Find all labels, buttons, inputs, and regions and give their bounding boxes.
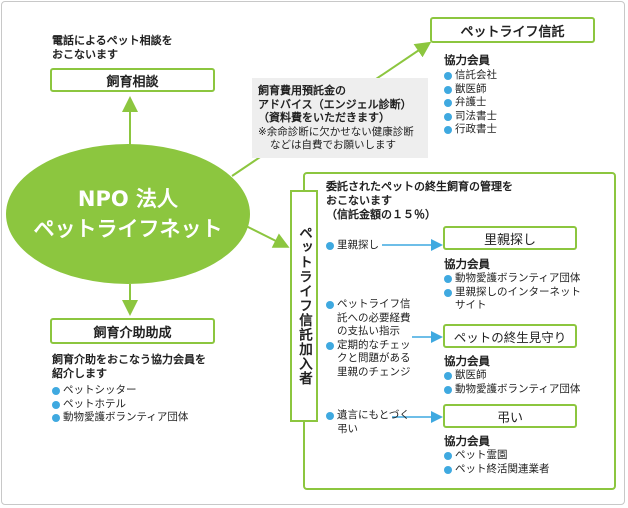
lifetime-watch-box: ペットの終生見守り xyxy=(443,324,577,348)
trust-members: 協力会員 信託会社 獣医師 弁護士 司法書士 行政書士 xyxy=(444,53,497,137)
service-watch-items: ペットライフ信 託への必要経費 の支払い指示 定期的なチェッ クと問題がある 里… xyxy=(326,298,411,379)
list-item: 動物愛護ボランティア団体 xyxy=(444,272,581,286)
service-memorial-item: 遺言にもとづく 弔い xyxy=(326,409,410,436)
list-item: 獣医師 xyxy=(444,83,497,97)
list-item: 行政書士 xyxy=(444,123,497,137)
npo-center-bubble: NPO 法人 ペットライフネット xyxy=(6,144,250,284)
list-item: ペットホテル xyxy=(52,398,188,412)
list-item: 獣医師 xyxy=(444,369,580,383)
list-item: 里親探しのインターネット xyxy=(444,286,581,300)
foster-search-box: 里親探し xyxy=(443,226,577,250)
list-item: 動物愛護ボランティア団体 xyxy=(444,383,580,397)
list-item: 司法書士 xyxy=(444,110,497,124)
memorial-box: 弔い xyxy=(443,404,577,428)
foster-members: 協力会員 動物愛護ボランティア団体 里親探しのインターネット サイト xyxy=(444,257,581,311)
service-foster-item: 里親探し xyxy=(326,239,379,253)
subscriber-vertical-label: ペットライフ信託加入者 xyxy=(290,190,318,422)
list-item: ペット霊園 xyxy=(444,449,550,463)
list-item: 動物愛護ボランティア団体 xyxy=(52,411,188,425)
pet-life-trust-box: ペットライフ信託 xyxy=(430,17,595,43)
watch-members: 協力会員 獣医師 動物愛護ボランティア団体 xyxy=(444,354,581,397)
advice-panel: 飼育費用預託金の アドバイス（エンジェル診断） （資料費をいただきます） ※余命… xyxy=(252,78,428,158)
list-item: ペット終活関連業者 xyxy=(444,463,550,477)
care-support-box: 飼育介助助成 xyxy=(50,318,215,344)
subscriber-header: 委託されたペットの終生飼育の管理を おこないます （信託金額の１５％） xyxy=(326,180,513,221)
phone-consult-note: 電話によるペット相談を おこないます xyxy=(52,34,173,61)
list-item: 弁護士 xyxy=(444,96,497,110)
phone-consult-box: 飼育相談 xyxy=(50,68,215,92)
list-item: ペットシッター xyxy=(52,384,188,398)
support-members: ペットシッター ペットホテル 動物愛護ボランティア団体 xyxy=(52,384,188,425)
memorial-members: 協力会員 ペット霊園 ペット終活関連業者 xyxy=(444,434,550,477)
list-item: 信託会社 xyxy=(444,69,497,83)
support-description: 飼育介助をおこなう協力会員を 紹介します xyxy=(52,353,206,380)
